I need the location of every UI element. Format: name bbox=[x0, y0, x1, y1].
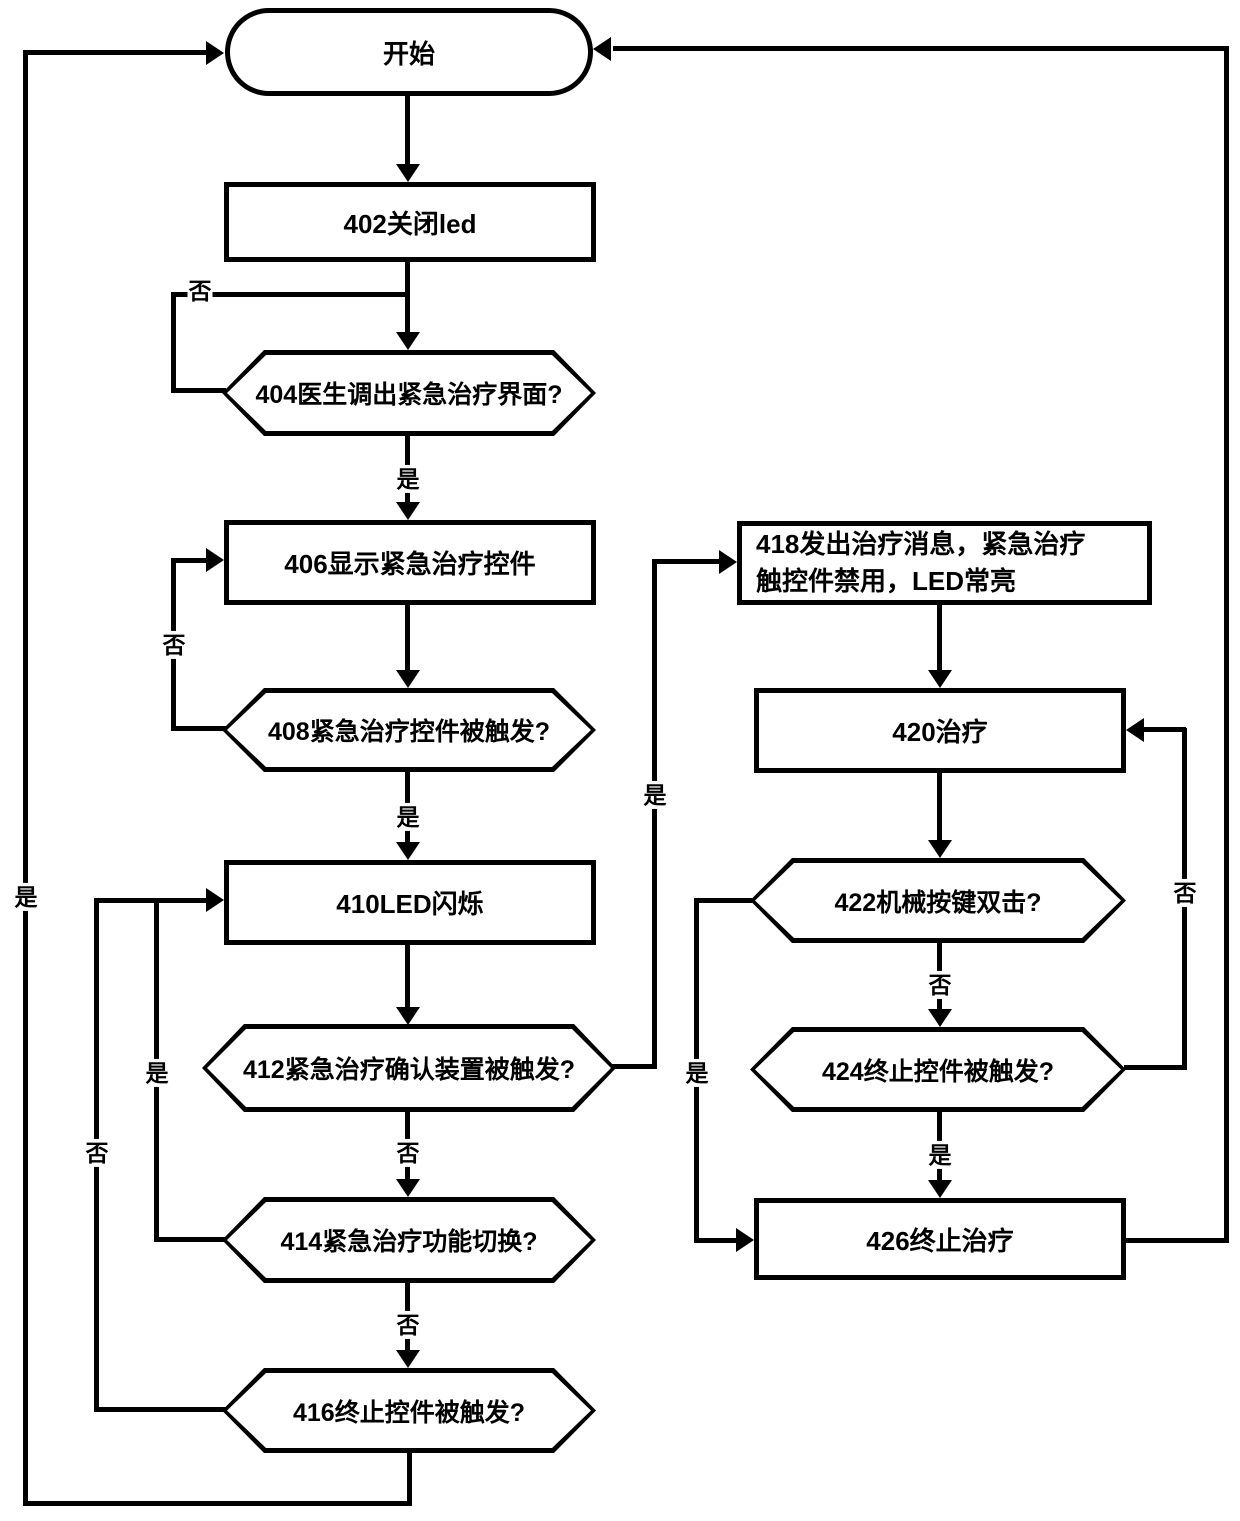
arrowhead-right-icon bbox=[206, 41, 224, 65]
edge-line bbox=[1126, 1238, 1227, 1243]
hexagon-fill bbox=[227, 693, 591, 767]
node-426-stop-treatment: 426终止治疗 bbox=[754, 1198, 1126, 1280]
hexagon-fill bbox=[227, 1373, 591, 1448]
hexagon-fill bbox=[755, 1032, 1121, 1107]
edge-line bbox=[171, 388, 226, 393]
edge-label-412-no: 否 bbox=[395, 1138, 421, 1168]
edge-line bbox=[405, 945, 410, 1007]
edge-label-408-no: 否 bbox=[161, 630, 187, 660]
node-416-label: 416终止控件被触发? bbox=[293, 1398, 525, 1427]
edge-line bbox=[652, 559, 657, 1069]
arrowhead-down-icon bbox=[396, 502, 420, 520]
edge-line bbox=[405, 605, 410, 670]
edge-line bbox=[612, 1064, 656, 1069]
node-402-close-led: 402关闭led bbox=[224, 182, 596, 262]
node-410-label: 410LED闪烁 bbox=[336, 889, 484, 919]
edge-label-416-yes: 是 bbox=[13, 882, 39, 912]
hexagon-fill bbox=[755, 863, 1121, 938]
node-412-label: 412紧急治疗确认装置被触发? bbox=[243, 1056, 575, 1084]
edge-line bbox=[1144, 727, 1186, 732]
edge-line bbox=[154, 1237, 226, 1242]
node-404-doctor-opens-emergency-ui: 404医生调出紧急治疗界面? bbox=[222, 350, 596, 436]
edge-label-412-yes: 是 bbox=[642, 780, 668, 810]
node-404-label: 404医生调出紧急治疗界面? bbox=[255, 381, 563, 409]
edge-label-414-no: 否 bbox=[395, 1310, 421, 1340]
edge-line bbox=[26, 50, 208, 55]
arrowhead-down-icon bbox=[928, 670, 952, 688]
node-start: 开始 bbox=[225, 8, 593, 96]
arrowhead-down-icon bbox=[928, 1009, 952, 1027]
arrowhead-left-icon bbox=[1126, 718, 1144, 742]
node-408-label: 408紧急治疗控件被触发? bbox=[268, 718, 550, 746]
node-408-emergency-control-triggered: 408紧急治疗控件被触发? bbox=[222, 688, 596, 772]
edge-line bbox=[94, 1407, 226, 1412]
node-406-label: 406显示紧急治疗控件 bbox=[284, 549, 536, 579]
edge-line bbox=[23, 1501, 412, 1506]
hexagon-fill bbox=[227, 1202, 591, 1278]
edge-line bbox=[1124, 1065, 1186, 1070]
edge-label-404-no: 否 bbox=[187, 276, 213, 306]
node-start-label: 开始 bbox=[382, 38, 435, 69]
arrowhead-left-icon bbox=[593, 37, 611, 61]
node-426-label: 426终止治疗 bbox=[866, 1225, 1014, 1256]
edge-line bbox=[23, 50, 28, 1506]
node-414-label: 414紧急治疗功能切换? bbox=[280, 1228, 538, 1256]
node-424-label: 424终止控件被触发? bbox=[822, 1057, 1054, 1086]
edge-line bbox=[94, 898, 208, 903]
edge-line bbox=[613, 46, 1227, 51]
edge-line bbox=[171, 292, 176, 390]
arrowhead-down-icon bbox=[396, 842, 420, 860]
arrowhead-down-icon bbox=[396, 1007, 420, 1025]
arrowhead-down-icon bbox=[396, 1350, 420, 1368]
node-418-label-line2: 触控件禁用，LED常亮 bbox=[756, 566, 1017, 596]
edge-label-404-yes: 是 bbox=[395, 464, 421, 494]
edge-line bbox=[694, 1238, 736, 1243]
edge-line bbox=[405, 262, 410, 332]
node-422-mechanical-key-double-click: 422机械按键双击? bbox=[750, 858, 1126, 943]
edge-line bbox=[937, 605, 942, 670]
arrowhead-down-icon bbox=[396, 164, 420, 182]
edge-line bbox=[655, 559, 721, 564]
arrowhead-down-icon bbox=[928, 1180, 952, 1198]
node-414-emergency-function-switch: 414紧急治疗功能切换? bbox=[222, 1197, 596, 1283]
edge-line bbox=[937, 773, 942, 840]
edge-line bbox=[171, 558, 208, 563]
arrowhead-down-icon bbox=[396, 670, 420, 688]
node-418-send-treatment-message: 418发出治疗消息，紧急治疗 触控件禁用，LED常亮 bbox=[737, 521, 1152, 605]
arrowhead-right-icon bbox=[206, 888, 224, 912]
node-418-label-line1: 418发出治疗消息，紧急治疗 bbox=[756, 529, 1086, 559]
arrowhead-right-icon bbox=[719, 550, 737, 574]
arrowhead-right-icon bbox=[206, 548, 224, 572]
hexagon-fill bbox=[227, 355, 591, 431]
edge-label-408-yes: 是 bbox=[395, 802, 421, 832]
edge-line bbox=[1224, 46, 1229, 1243]
node-402-label: 402关闭led bbox=[343, 208, 477, 239]
edge-line bbox=[405, 96, 410, 166]
edge-line bbox=[171, 292, 410, 297]
edge-label-416-no: 否 bbox=[84, 1138, 110, 1168]
edge-label-414-yes: 是 bbox=[144, 1058, 170, 1088]
node-412-confirm-device-triggered: 412紧急治疗确认装置被触发? bbox=[202, 1024, 616, 1112]
arrowhead-down-icon bbox=[396, 1179, 420, 1197]
arrowhead-down-icon bbox=[396, 332, 420, 350]
arrowhead-down-icon bbox=[928, 840, 952, 858]
edge-label-424-yes: 是 bbox=[927, 1140, 953, 1170]
edge-label-422-no: 否 bbox=[927, 970, 953, 1000]
edge-line bbox=[171, 726, 226, 731]
arrowhead-right-icon bbox=[736, 1228, 754, 1252]
hexagon-fill bbox=[207, 1029, 611, 1107]
node-422-label: 422机械按键双击? bbox=[834, 888, 1042, 917]
node-420-label: 420治疗 bbox=[892, 717, 988, 747]
node-416-stop-control-triggered: 416终止控件被触发? bbox=[222, 1368, 596, 1453]
edge-label-424-no: 否 bbox=[1172, 878, 1198, 908]
node-420-treatment: 420治疗 bbox=[754, 688, 1126, 773]
edge-line bbox=[407, 1453, 412, 1506]
node-406-show-emergency-control: 406显示紧急治疗控件 bbox=[224, 520, 596, 605]
edge-line bbox=[694, 898, 752, 903]
node-410-led-blink: 410LED闪烁 bbox=[224, 860, 596, 945]
edge-label-422-yes: 是 bbox=[684, 1058, 710, 1088]
node-424-stop-control-triggered: 424终止控件被触发? bbox=[750, 1027, 1126, 1112]
